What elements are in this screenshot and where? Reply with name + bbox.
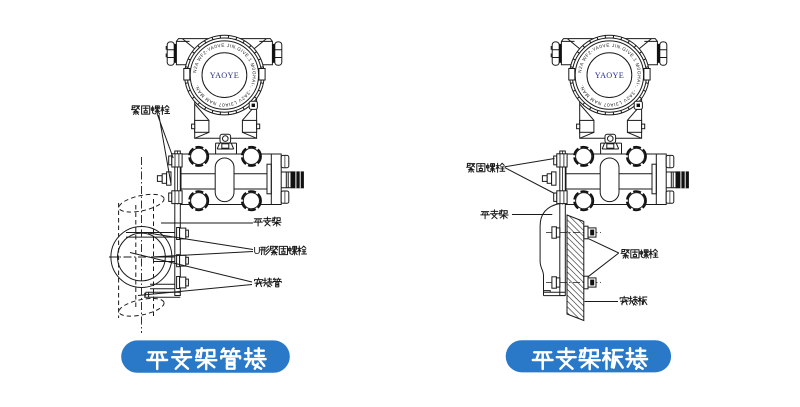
svg-text:U: U bbox=[253, 246, 260, 257]
